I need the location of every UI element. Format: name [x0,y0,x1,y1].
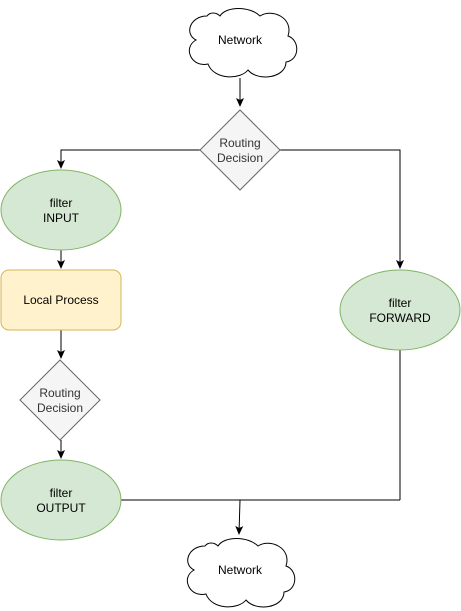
filter-forward-ellipse [339,269,461,351]
edge-routing-decision-to-filter-input [57,149,200,169]
local-process-node: Local Process [0,269,122,331]
filter-output-label-2: OUTPUT [36,501,86,515]
filter-output-node: filter OUTPUT [0,459,122,541]
local-process-label: Local Process [23,293,98,307]
routing-decision-local-label-1: Routing [39,386,80,400]
edge-junction-to-network [235,499,244,535]
filter-output-label-1: filter [50,486,73,500]
filter-input-label-2: INPUT [43,211,80,225]
cloud-icon [188,8,298,78]
routing-decision-top-label-2: Decision [217,151,263,165]
filter-forward-label-1: filter [389,296,412,310]
filter-input-node: filter INPUT [0,169,122,251]
filter-input-ellipse [0,169,122,251]
edge-routing-decision-to-filter-forward [280,149,404,269]
routing-decision-local-label-2: Decision [37,401,83,415]
network-bottom-label: Network [218,563,263,577]
routing-decision-top-label-1: Routing [219,136,260,150]
local-process-box [0,269,122,331]
network-top-label: Network [218,33,263,47]
cloud-icon [186,538,296,608]
filter-input-label-1: filter [50,196,73,210]
filter-forward-node: filter FORWARD [339,269,461,351]
decision-diamond [19,359,101,441]
filter-output-ellipse [0,459,122,541]
network-cloud-top: Network [188,8,298,78]
edges [57,78,404,535]
network-cloud-bottom: Network [186,538,296,608]
filter-forward-label-2: FORWARD [369,311,431,325]
routing-decision-top: Routing Decision [199,109,281,191]
routing-decision-local: Routing Decision [19,359,101,441]
decision-diamond [199,109,281,191]
